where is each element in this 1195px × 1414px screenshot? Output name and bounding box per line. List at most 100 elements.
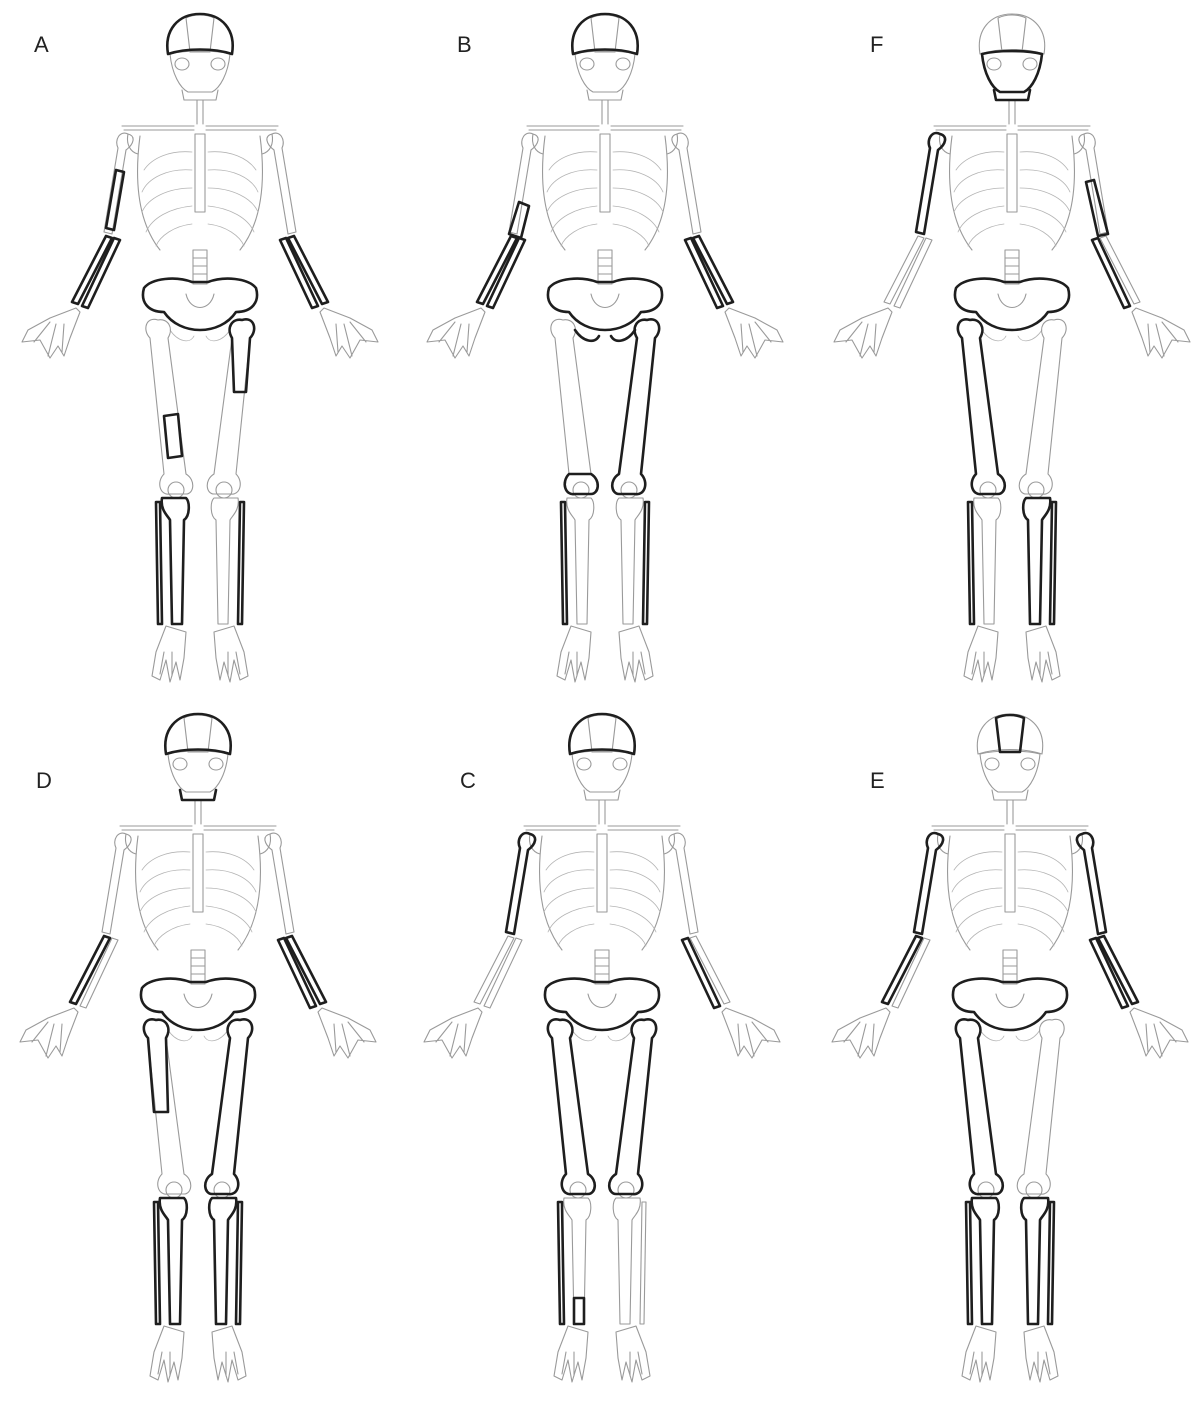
preserved-left-humerus-distal	[1086, 180, 1108, 236]
panel-c: C	[424, 714, 780, 1382]
bone-clavicle-l	[611, 126, 683, 130]
bone-left-foot	[214, 626, 248, 682]
preserved-right-fibula	[154, 1202, 160, 1324]
preserved-right-humerus	[506, 833, 535, 934]
bone-skull-frontal	[591, 15, 619, 52]
bone-pelvis	[953, 979, 1067, 1030]
bone-patella-r	[980, 482, 996, 498]
bone-clavicle-r	[120, 826, 192, 830]
bone-orbit-r	[985, 758, 999, 770]
bone-right-hand	[20, 1008, 78, 1058]
bone-right-tibia	[564, 1198, 591, 1324]
preserved-elements	[72, 14, 328, 624]
preserved-skull-vault	[167, 14, 232, 54]
bone-right-hand	[834, 308, 892, 358]
bone-left-tibia	[211, 498, 238, 624]
bone-patella-l	[618, 1182, 634, 1198]
preserved-skull-face	[982, 51, 1042, 92]
bone-pelvis	[545, 979, 659, 1030]
bone-pelvis	[548, 279, 662, 330]
bone-patella-l	[621, 482, 637, 498]
bone-left-femur	[207, 319, 254, 494]
preserved-left-tibia	[209, 1198, 236, 1324]
bone-cervical	[197, 100, 203, 124]
bone-sternum	[193, 834, 203, 912]
bone-left-humerus	[669, 833, 698, 934]
bone-orbit-r	[987, 58, 1001, 70]
bone-ribcage	[539, 836, 664, 950]
bone-clavicle-r	[122, 126, 194, 130]
bone-right-femur	[551, 319, 598, 494]
bone-ribs	[954, 152, 1070, 246]
bone-left-femur	[1019, 319, 1066, 494]
bone-right-foot	[150, 1326, 184, 1382]
preserved-left-tibia	[1021, 1198, 1048, 1324]
bone-ischium	[572, 1030, 632, 1041]
preserved-left-femur	[612, 319, 659, 494]
bone-clavicle-r	[932, 826, 1004, 830]
bone-orbit-l	[1021, 758, 1035, 770]
bone-pelvis	[955, 279, 1069, 330]
bone-left-hand	[320, 308, 378, 358]
bone-patella-r	[570, 1182, 586, 1198]
bone-clavicle-l	[204, 826, 276, 830]
bone-left-foot	[212, 1326, 246, 1382]
bone-sternum	[597, 834, 607, 912]
bone-left-foot	[1026, 626, 1060, 682]
bone-patella-r	[168, 482, 184, 498]
preserved-pelvis	[141, 979, 255, 1030]
bone-ribcage	[135, 836, 260, 950]
preserved-right-fibula	[561, 502, 567, 624]
preserved-left-humerus	[1077, 833, 1106, 934]
preserved-left-femur	[205, 1019, 252, 1194]
bone-left-foot	[616, 1326, 650, 1382]
bone-skull-frontal	[588, 715, 616, 752]
bone-clavicle-l	[206, 126, 278, 130]
preserved-elements	[506, 714, 720, 1324]
bone-skull-vault	[977, 714, 1042, 754]
bone-ribs	[140, 852, 256, 946]
skeleton-outline	[834, 14, 1190, 682]
bone-right-tibia	[162, 498, 189, 624]
panel-e: E	[832, 714, 1188, 1382]
bone-clavicle-r	[524, 826, 596, 830]
bone-ribcage	[949, 136, 1074, 250]
bone-sacrum	[998, 294, 1026, 308]
bone-left-tibia	[209, 1198, 236, 1324]
bone-orbit-r	[577, 758, 591, 770]
bone-lumbar	[193, 250, 207, 284]
preserved-pelvis	[548, 279, 662, 330]
bone-ribcage	[542, 136, 667, 250]
bone-right-tibia	[567, 498, 594, 624]
bone-left-foot	[1024, 1326, 1058, 1382]
bone-right-tibia	[974, 498, 1001, 624]
bone-cervical	[599, 800, 605, 824]
bone-left-hand	[725, 308, 783, 358]
bone-patella-l	[1026, 1182, 1042, 1198]
panel-b: B	[427, 14, 783, 682]
bone-clavicle-l	[1016, 826, 1088, 830]
preserved-right-femur	[956, 1019, 1003, 1194]
bone-orbit-r	[175, 58, 189, 70]
bone-right-hand	[22, 308, 80, 358]
bone-ischium	[982, 330, 1042, 341]
preserved-right-fibula	[558, 1202, 564, 1324]
preserved-pelvis	[545, 979, 659, 1030]
preserved-right-fibula	[966, 1202, 972, 1324]
bone-sternum	[195, 134, 205, 212]
preserved-left-fibula	[643, 502, 649, 624]
bone-left-hand	[1130, 1008, 1188, 1058]
bone-orbit-l	[209, 758, 223, 770]
bone-left-ulna	[682, 938, 720, 1008]
preserved-right-tibia	[972, 1198, 999, 1324]
preserved-pelvis	[953, 979, 1067, 1030]
preserved-left-fibula	[1050, 502, 1056, 624]
bone-left-hand	[318, 1008, 376, 1058]
skeleton-outline	[832, 714, 1188, 1382]
bone-clavicle-r	[934, 126, 1006, 130]
bone-lumbar	[1005, 250, 1019, 284]
bone-patella-l	[214, 1182, 230, 1198]
bone-right-tibia	[972, 1198, 999, 1324]
bone-ribs	[547, 152, 663, 246]
preserved-left-ulna	[682, 938, 720, 1008]
